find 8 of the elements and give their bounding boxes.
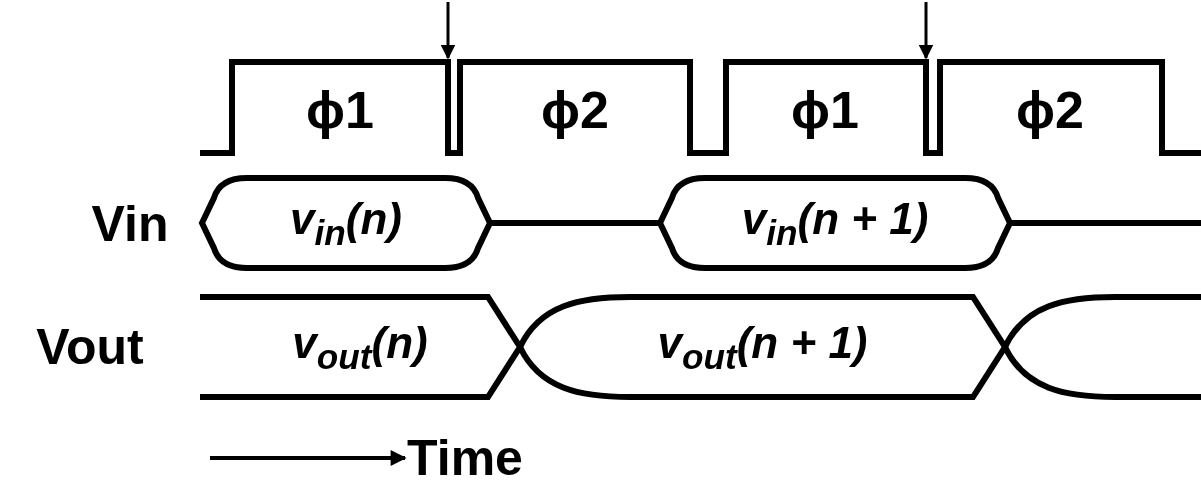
axis-label: Time bbox=[407, 433, 523, 483]
signal-name: Vout bbox=[36, 322, 144, 372]
signal-value: v$_{in}$(n) bbox=[290, 196, 402, 250]
signal-line bbox=[490, 220, 660, 226]
signal-name: Vin bbox=[91, 199, 169, 249]
signal-value: v$_{out}$(n) bbox=[292, 320, 428, 374]
signal-value: v$_{out}$(n + 1) bbox=[657, 320, 868, 374]
signal-value: v$_{in}$(n + 1) bbox=[741, 196, 929, 250]
